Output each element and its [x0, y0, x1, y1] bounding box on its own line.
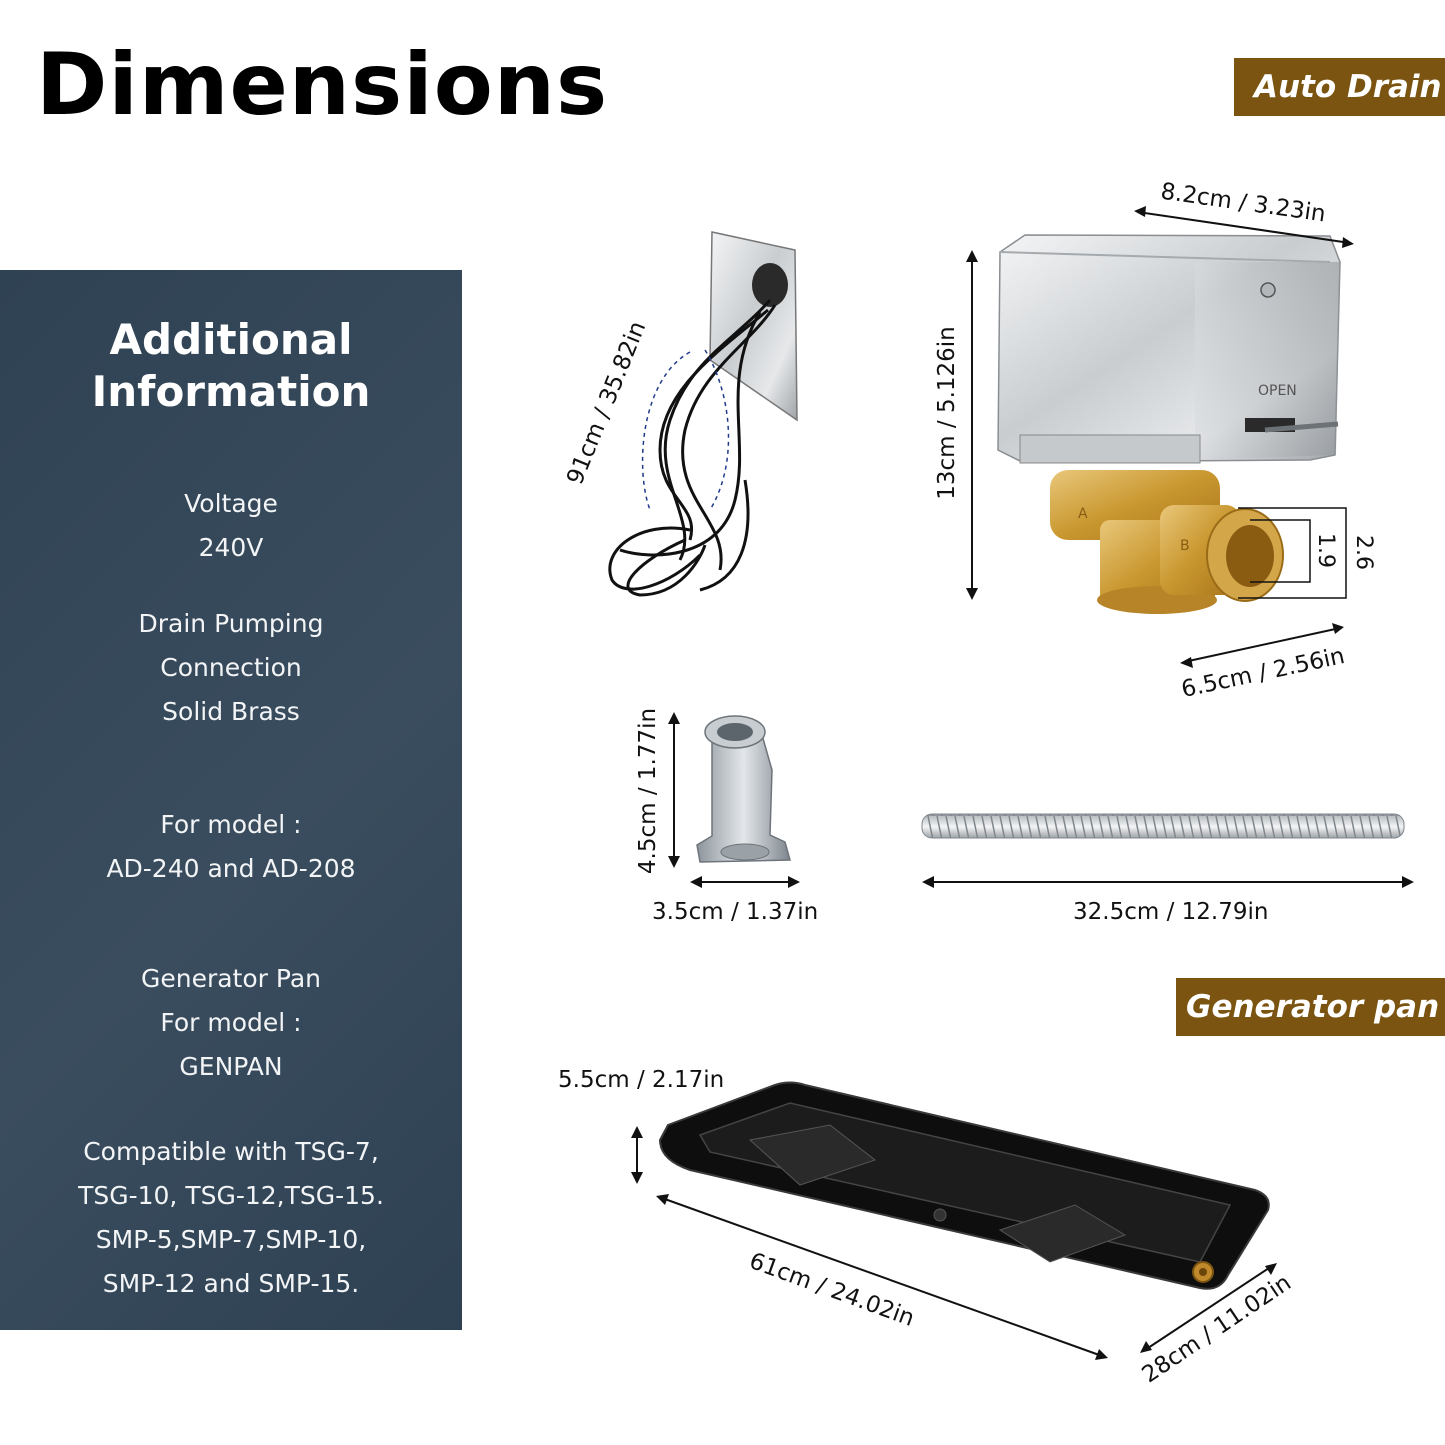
info-voltage-label: Voltage — [184, 489, 278, 518]
port-b-label: B — [1180, 538, 1190, 554]
info-solid-brass: Solid Brass — [162, 697, 300, 726]
conduit-dimension-arrow — [922, 876, 1414, 888]
info-heading: Additional Information — [0, 314, 462, 418]
connector-width-label: 3.5cm / 1.37in — [652, 899, 819, 925]
valve-illustration: OPEN A B — [997, 234, 1347, 614]
page-title: Dimensions — [36, 35, 609, 135]
info-for-model-label: For model : — [160, 810, 302, 839]
generator-pan-illustration — [658, 1081, 1270, 1290]
auto-drain-tag: Auto Drain — [1234, 58, 1445, 116]
info-pan-model-label: For model : — [160, 1008, 302, 1037]
info-heading-line1: Additional — [109, 315, 353, 364]
info-voltage-value: 240V — [198, 533, 264, 562]
port-outer-label: 2.6 — [1351, 535, 1376, 570]
pan-dimension-arrows — [631, 1126, 1277, 1360]
flexible-conduit-illustration — [921, 813, 1405, 839]
info-pan-model: GENPAN — [179, 1052, 283, 1081]
wire-harness-illustration — [608, 231, 798, 597]
info-drain-pumping: Drain Pumping — [138, 609, 324, 638]
connector-dimension-arrows — [668, 712, 800, 888]
info-generator-pan: Generator Pan — [140, 964, 322, 993]
info-compat-line1: Compatible with TSG-7, — [83, 1137, 379, 1166]
info-compat-line4: SMP-12 and SMP-15. — [102, 1269, 360, 1298]
conduit-length-label: 32.5cm / 12.79in — [1073, 899, 1269, 925]
info-connection: Connection — [160, 653, 302, 682]
open-marking: OPEN — [1258, 383, 1297, 399]
info-model-numbers: AD-240 and AD-208 — [106, 854, 356, 883]
valve-dimension-arrows — [966, 206, 1354, 668]
port-a-label: A — [1078, 506, 1088, 522]
info-compat-line3: SMP-5,SMP-7,SMP-10, — [95, 1225, 367, 1254]
port-inner-label: 1.9 — [1313, 533, 1338, 568]
info-compat-line2: TSG-10, TSG-12,TSG-15. — [78, 1181, 384, 1210]
generator-pan-tag: Generator pan — [1176, 978, 1445, 1036]
connector-fitting-illustration — [696, 715, 791, 863]
pan-height-label: 5.5cm / 2.17in — [558, 1067, 725, 1093]
connector-height-label: 4.5cm / 1.77in — [635, 707, 662, 875]
additional-info-panel: Additional Information Voltage 240V Drai… — [0, 270, 462, 1330]
valve-height-label: 13cm / 5.126in — [933, 326, 960, 500]
info-heading-line2: Information — [91, 367, 371, 416]
